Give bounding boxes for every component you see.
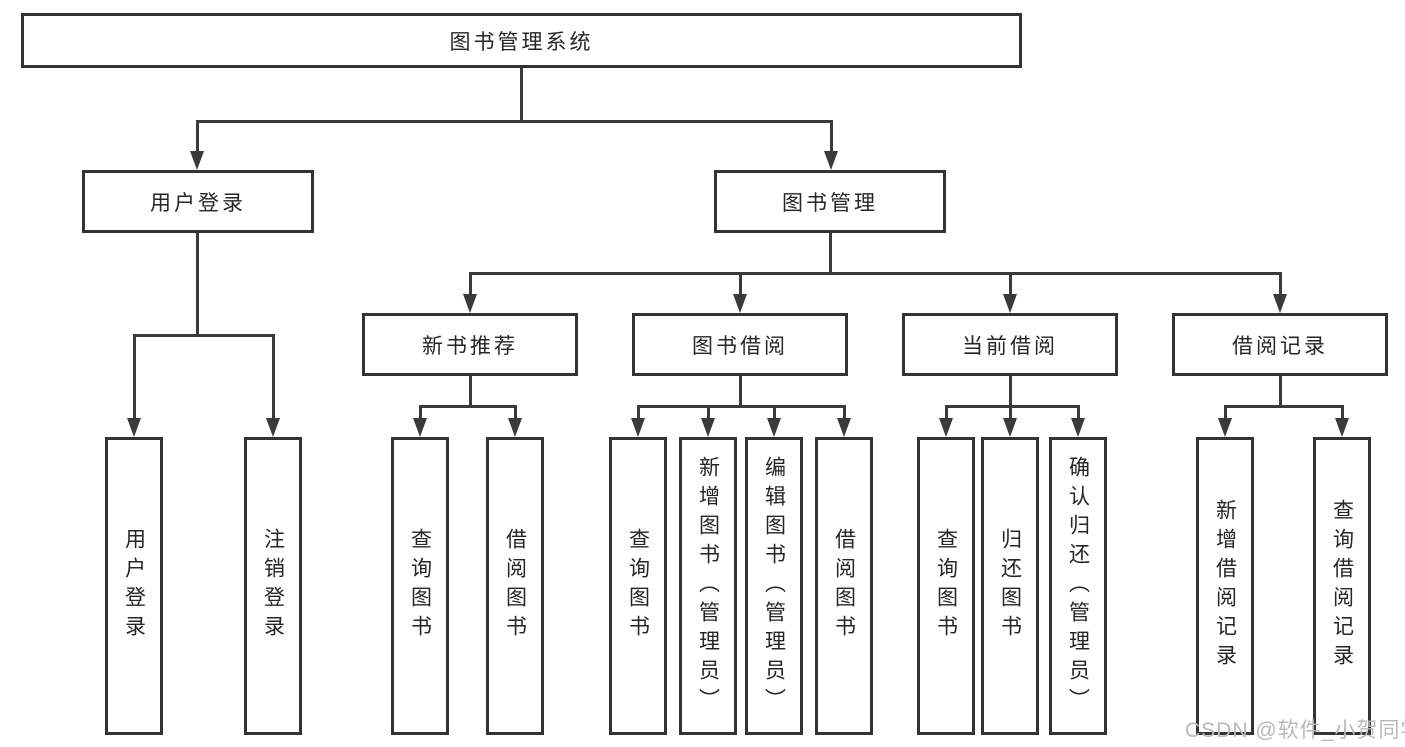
node-label: 新书推荐 [422,334,518,358]
arrow-down-icon [413,418,427,437]
connector-root-bar [195,120,833,123]
arrow-down-icon [767,418,781,437]
connector-book-management-stem [828,233,832,275]
arrow-down-icon [939,418,953,437]
arrow-down-icon [701,418,715,437]
node-label: 注销登录 [261,528,285,644]
leaf-edit-books-admin: 编辑图书（管理员） [745,437,803,735]
arrow-down-icon [266,418,280,437]
node-label: 借阅图书 [832,528,856,644]
node-new-book-recommendation: 新书推荐 [362,313,578,376]
connector-root-stem [519,68,523,123]
connector-user-login-stem [195,233,199,337]
csdn-watermark: CSDN @软件_小贺同学 [1185,719,1405,742]
node-borrowing-records: 借阅记录 [1172,313,1388,376]
node-label: 编辑图书（管理员） [762,455,786,717]
connector-drop [468,272,472,297]
node-label: 图书管理 [782,191,878,215]
node-label: 用户登录 [122,528,146,644]
node-label: 当前借阅 [962,334,1058,358]
node-current-borrowing: 当前借阅 [902,313,1118,376]
node-book-management: 图书管理 [714,170,946,233]
arrow-down-icon [508,418,522,437]
leaf-return-books: 归还图书 [981,437,1039,735]
connector-root-drop-right [829,120,833,153]
node-label: 用户登录 [150,191,246,215]
node-label: 确认归还（管理员） [1066,455,1090,717]
connector-drop [132,334,136,420]
arrow-down-icon [631,418,645,437]
arrow-down-icon [1003,418,1017,437]
node-label: 归还图书 [998,528,1022,644]
arrow-down-icon [190,151,204,170]
connector-drop [1278,272,1282,297]
arrow-down-icon [1218,418,1232,437]
arrow-down-icon [824,151,838,170]
connector-drop [418,405,422,421]
connector-drop [1008,405,1012,421]
connector-root-drop-left [195,120,199,153]
node-label: 借阅记录 [1232,334,1328,358]
node-library-management-system: 图书管理系统 [21,13,1022,68]
node-label: 查询图书 [934,528,958,644]
connector-drop [636,405,640,421]
node-label: 图书管理系统 [449,30,594,54]
leaf-query-books-current: 查询图书 [917,437,975,735]
leaf-logout: 注销登录 [244,437,302,735]
connector-stem [1008,376,1012,408]
arrow-down-icon [1273,294,1287,313]
node-label: 查询图书 [408,528,432,644]
arrow-down-icon [837,418,851,437]
connector-drop [944,405,948,421]
connector-drop [772,405,776,421]
node-book-borrowing: 图书借阅 [632,313,848,376]
node-label: 查询图书 [626,528,650,644]
node-label: 新增借阅记录 [1213,499,1237,673]
leaf-add-books-admin: 新增图书（管理员） [679,437,737,735]
connector-drop [738,272,742,297]
connector-stem [738,376,742,408]
leaf-confirm-return-admin: 确认归还（管理员） [1049,437,1107,735]
leaf-query-borrow-record: 查询借阅记录 [1313,437,1371,735]
connector-drop [271,334,275,420]
arrow-down-icon [1071,418,1085,437]
arrow-down-icon [733,294,747,313]
leaf-borrow-books: 借阅图书 [815,437,873,735]
connector-bar [636,405,846,408]
connector-stem [1278,376,1282,408]
connector-drop [842,405,846,421]
leaf-add-borrow-record: 新增借阅记录 [1196,437,1254,735]
connector-drop [513,405,517,421]
connector-drop [1223,405,1227,421]
leaf-query-books-recommend: 查询图书 [391,437,449,735]
node-label: 借阅图书 [503,528,527,644]
node-label: 查询借阅记录 [1330,499,1354,673]
connector-drop [1340,405,1344,421]
leaf-query-books-borrowing: 查询图书 [609,437,667,735]
arrow-down-icon [463,294,477,313]
connector-drop [1076,405,1080,421]
leaf-borrow-books-recommend: 借阅图书 [486,437,544,735]
node-label: 图书借阅 [692,334,788,358]
node-label: 新增图书（管理员） [696,455,720,717]
connector-drop [706,405,710,421]
connector-drop [1008,272,1012,297]
arrow-down-icon [1003,294,1017,313]
connector-bar [418,405,517,408]
connector-user-login-bar [132,334,275,337]
connector-bar [1223,405,1344,408]
connector-stem [468,376,472,408]
connector-bar [944,405,1080,408]
arrow-down-icon [127,418,141,437]
leaf-user-login: 用户登录 [105,437,163,735]
arrow-down-icon [1335,418,1349,437]
node-user-login: 用户登录 [82,170,314,233]
connector-book-management-bar [468,272,1282,275]
